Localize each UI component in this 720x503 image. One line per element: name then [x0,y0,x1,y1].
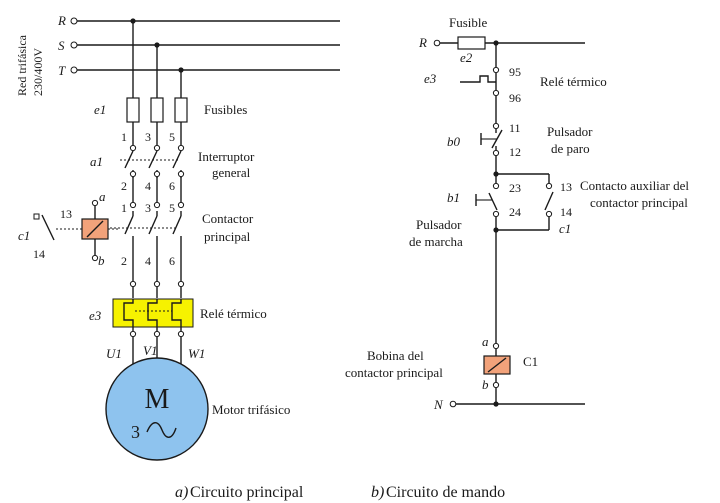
motor-terminal-w1: W1 [188,346,205,361]
main-contactor-contacts [110,201,185,298]
control-relay-tag: e3 [424,71,437,86]
supply-label-line1: Red trifásica [15,34,29,96]
control-start-label-line1: Pulsador [416,217,462,232]
caption: a) Circuito principal b) Circuito de man… [175,484,505,501]
motor-terminal-u1: U1 [106,346,122,361]
contactor-number-2: 2 [121,254,127,268]
general-switch-label-line2: general [212,165,251,180]
caption-a-letter: a) [175,484,188,501]
contactor-number-5: 5 [169,201,175,215]
control-relay-label: Relé térmico [540,74,607,89]
control-start-button [475,182,500,360]
control-start-label-line2: de marcha [409,234,463,249]
main-coil-group [33,199,118,262]
control-coil-tag: C1 [523,354,538,369]
caption-b-text: Circuito de mando [386,484,505,501]
bus-lines [70,17,340,74]
control-fuse [457,36,486,50]
control-aux-label-line1: Contacto auxiliar del [580,178,689,193]
control-coil-group [483,342,511,404]
phase-t-label: T [58,63,66,78]
motor-phase: 3 [131,422,140,442]
contactor-number-3: 3 [145,201,151,215]
main-coil-a: a [99,189,106,204]
main-relay-tag: e3 [89,308,102,323]
main-coil-tag: c1 [18,228,30,243]
phase-r-label: R [57,13,66,28]
control-aux-13: 13 [560,180,572,194]
motor-circle [105,357,209,461]
switch-number-4: 4 [145,179,151,193]
control-coil-label-line2: contactor principal [345,365,443,380]
control-neutral-label: N [433,397,444,412]
motor-letter: M [145,384,170,415]
contactor-label-line2: principal [204,229,251,244]
contactor-number-1: 1 [121,201,127,215]
general-switch [120,150,185,204]
control-aux-contact [493,182,554,233]
control-start-23: 23 [509,181,521,195]
control-aux-label-line2: contactor principal [590,195,688,210]
caption-b-letter: b) [371,484,384,501]
control-relay-96: 96 [509,91,521,105]
control-stop-11: 11 [509,121,521,135]
control-stop-button [480,122,503,157]
switch-number-2: 2 [121,179,127,193]
control-stop-12: 12 [509,145,521,159]
motor-label: Motor trifásico [212,402,290,417]
phase-s-label: S [58,38,65,53]
control-phase-r: R [418,35,427,50]
control-stop-label-line1: Pulsador [547,124,593,139]
control-aux-tag: c1 [559,221,571,236]
motor-ac-icon [146,422,177,438]
contactor-number-4: 4 [145,254,151,268]
main-coil-b: b [98,253,105,268]
contactor-number-6: 6 [169,254,175,268]
control-coil-b: b [482,377,489,392]
fuse-number-1: 1 [121,130,127,144]
general-switch-label-line1: Interruptor [198,149,255,164]
contactor-label-line1: Contactor [202,211,254,226]
fuse-number-3: 3 [145,130,151,144]
control-coil-a: a [482,334,489,349]
control-thermal-contact [460,73,500,123]
control-coil-label-line1: Bobina del [367,348,424,363]
control-fuse-label: Fusible [449,15,488,30]
control-start-24: 24 [509,205,521,219]
control-stop-label-line2: de paro [551,141,590,156]
caption-a-text: Circuito principal [190,484,304,501]
control-aux-14: 14 [560,205,572,219]
switch-number-6: 6 [169,179,175,193]
control-relay-95: 95 [509,65,521,79]
main-aux-14: 14 [33,247,45,261]
main-fuses-label: Fusibles [204,102,247,117]
supply-label-line2: 230/400V [31,48,45,96]
general-switch-tag: a1 [90,154,103,169]
control-start-tag: b1 [447,190,460,205]
phase-conductors [132,21,182,98]
main-fuses-tag: e1 [94,102,106,117]
motor-terminal-v1: V1 [143,343,157,358]
main-aux-13: 13 [60,207,72,221]
fuse-number-5: 5 [169,130,175,144]
main-relay-label: Relé térmico [200,306,267,321]
main-fuses [126,97,188,152]
control-stop-tag: b0 [447,134,461,149]
control-fuse-tag: e2 [460,50,473,65]
